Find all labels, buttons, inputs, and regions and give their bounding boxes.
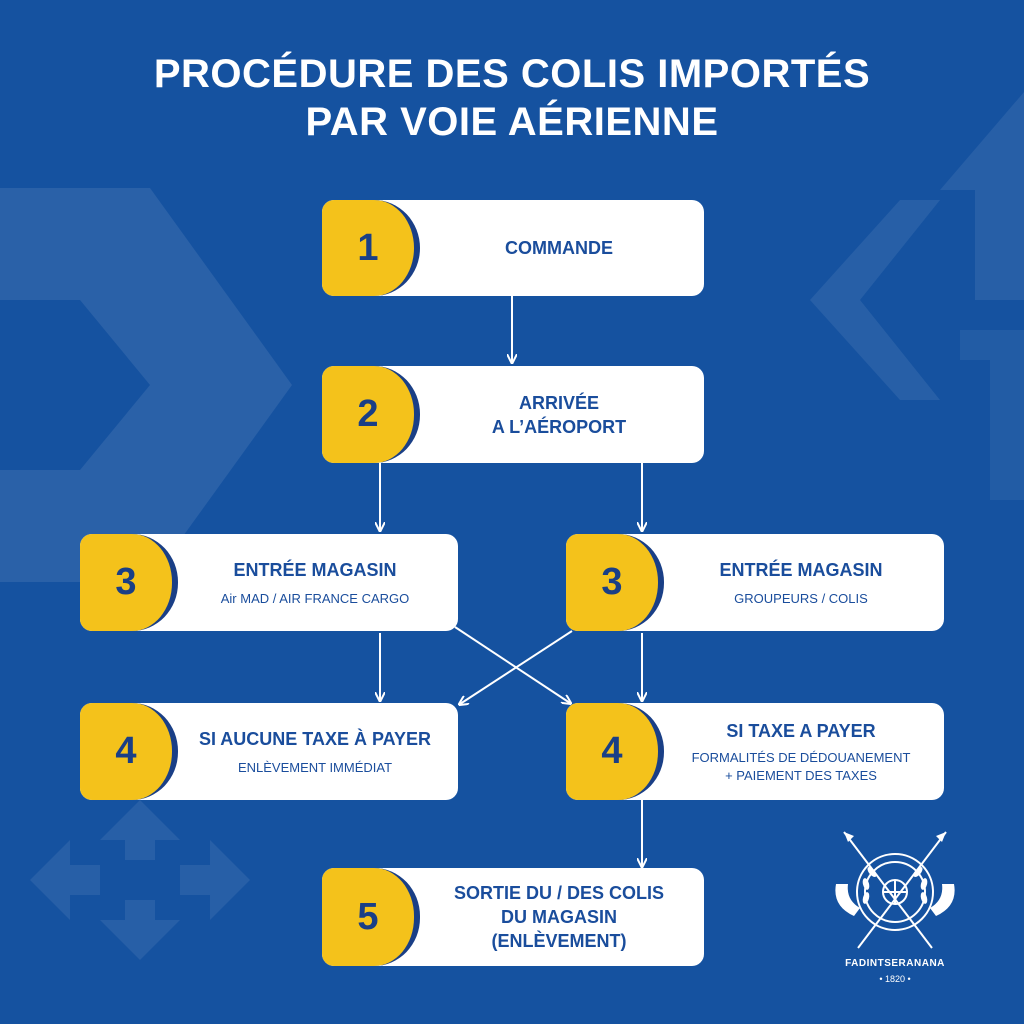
step-4b-subtext-line-1: FORMALITÉS DE DÉDOUANEMENT [691, 749, 911, 765]
step-4b-card: 4 SI TAXE A PAYER FORMALITÉS DE DÉDOUANE… [566, 703, 944, 800]
step-4b-subtext-line-2: + PAIEMENT DES TAXES [725, 767, 877, 783]
step-4b-heading: SI TAXE A PAYER [726, 720, 876, 741]
step-3a-heading: ENTRÉE MAGASIN [233, 559, 397, 580]
page-title: PROCÉDURE DES COLIS IMPORTÉS PAR VOIE AÉ… [0, 50, 1024, 146]
step-5-heading-line-1: SORTIE DU / DES COLIS [453, 883, 665, 903]
step-4a-badge: 4 [80, 703, 178, 800]
step-3b-heading: ENTRÉE MAGASIN [719, 559, 883, 580]
step-3b-badge: 3 [566, 534, 664, 631]
logo-year: • 1820 • [879, 974, 911, 984]
step-3b-subtext: GROUPEURS / COLIS [734, 590, 868, 606]
step-4a-heading: SI AUCUNE TAXE À PAYER [198, 728, 432, 749]
step-5-badge: 5 [322, 868, 420, 966]
bg-arrow-down-right [960, 330, 1024, 500]
step-1-badge: 1 [322, 200, 420, 296]
bg-arrow-up-right [940, 92, 1024, 300]
arrow-3a-to-4b [454, 626, 570, 703]
emblem-icon [835, 831, 955, 949]
bg-chevron-arrow-left [0, 188, 292, 582]
step-5-card: 5 SORTIE DU / DES COLIS DU MAGASIN (ENLÈ… [322, 868, 704, 966]
title-line-2: PAR VOIE AÉRIENNE [305, 100, 719, 144]
step-3b-card: 3 ENTRÉE MAGASIN GROUPEURS / COLIS [566, 534, 944, 631]
step-1-heading: COMMANDE [505, 238, 613, 258]
step-4b-badge: 4 [566, 703, 664, 800]
arrow-3b-to-4a [460, 630, 573, 704]
title-line-1: PROCÉDURE DES COLIS IMPORTÉS [153, 52, 871, 96]
step-4a-subtext: ENLÈVEMENT IMMÉDIAT [237, 759, 393, 775]
step-3a-card: 3 ENTRÉE MAGASIN Air MAD / AIR FRANCE CA… [80, 534, 458, 631]
bg-chevron-right [810, 200, 940, 400]
step-2-card: 2 ARRIVÉE A L’AÉROPORT [322, 366, 704, 463]
step-3a-subtext: Air MAD / AIR FRANCE CARGO [220, 590, 410, 606]
step-5-heading-line-2: DU MAGASIN [501, 907, 617, 927]
step-1-card: 1 COMMANDE [322, 200, 704, 296]
step-2-heading-line-2: A L’AÉROPORT [491, 416, 627, 437]
step-2-badge: 2 [322, 366, 420, 463]
step-2-heading-line-1: ARRIVÉE [518, 392, 599, 413]
bg-cross-arrows [30, 800, 250, 960]
logo-name: FADINTSERANANA [845, 958, 945, 969]
step-3a-badge: 3 [80, 534, 178, 631]
fadintseranana-logo: FADINTSERANANA • 1820 • [832, 826, 958, 996]
step-5-heading-line-3: (ENLÈVEMENT) [491, 931, 627, 951]
step-4a-card: 4 SI AUCUNE TAXE À PAYER ENLÈVEMENT IMMÉ… [80, 703, 458, 800]
